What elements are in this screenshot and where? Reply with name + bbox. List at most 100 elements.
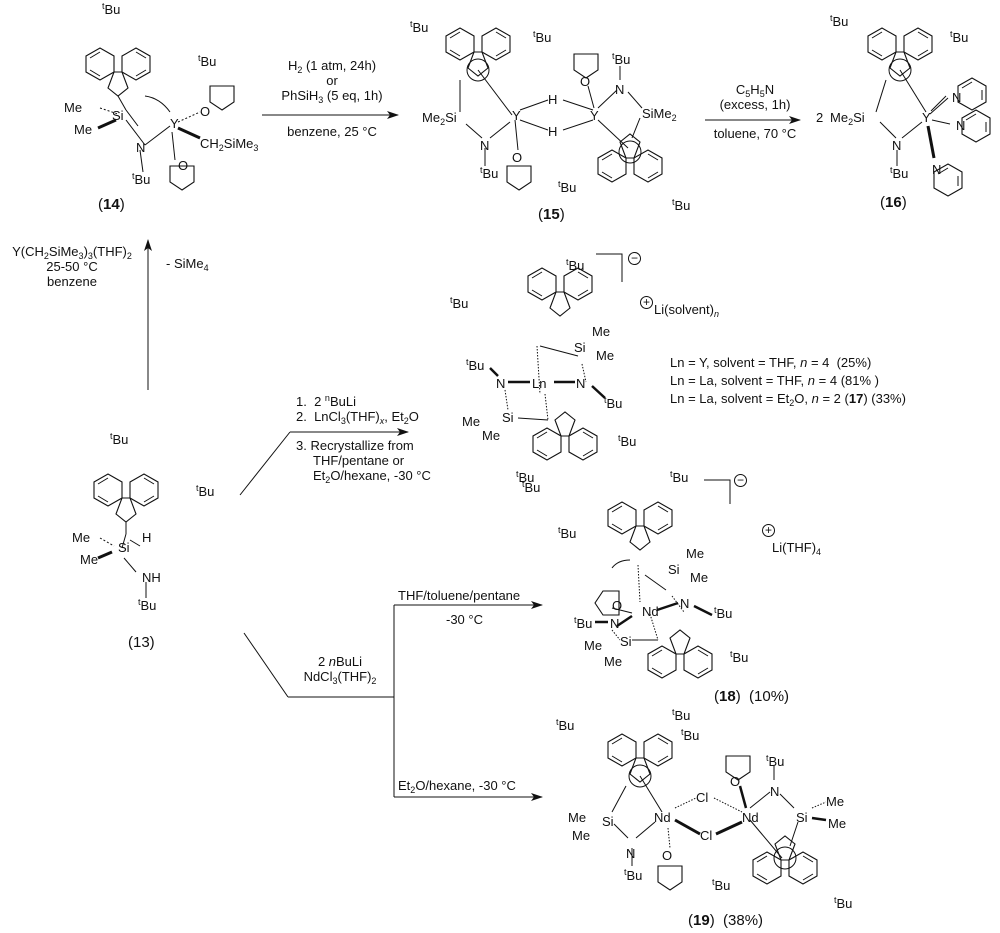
atom-o: O bbox=[662, 848, 673, 863]
ln-variant-la-et2o: Ln = La, solvent = Et2O, n = 2 (17) (33%… bbox=[670, 391, 906, 408]
atom-tbu: tBu bbox=[574, 615, 593, 632]
atom-y: Y bbox=[590, 108, 599, 123]
atom-nd: Nd bbox=[742, 810, 759, 825]
atom-tbu: tBu bbox=[480, 165, 499, 182]
step-1: 1. 2 nBuLi bbox=[296, 393, 356, 410]
condition-or: or bbox=[326, 73, 338, 88]
atom-n: N bbox=[770, 784, 780, 799]
compound-label-18: (18) (10%) bbox=[714, 688, 790, 705]
atom-me: Me bbox=[604, 654, 623, 669]
structure-17 bbox=[489, 253, 623, 461]
conditions-14-15: H2 (1 atm, 24h) or PhSiH3 (5 eq, 1h) bbox=[262, 58, 402, 105]
condition-et2o-hexane: Et2O/hexane, -30 °C bbox=[398, 778, 516, 795]
atom-tbu: tBu bbox=[950, 29, 969, 46]
atom-n-pyridine: N bbox=[932, 162, 942, 177]
conditions-13-17-upper: 1. 2 nBuLi 2. LnCl3(THF)x, Et2O bbox=[296, 393, 419, 426]
atom-n-pyridine: N bbox=[956, 118, 966, 133]
atom-tbu: tBu bbox=[612, 51, 631, 68]
atom-me: Me bbox=[828, 816, 847, 831]
atom-tbu: tBu bbox=[450, 295, 469, 312]
atom-o: O bbox=[580, 74, 591, 89]
atom-tbu: tBu bbox=[830, 13, 849, 30]
atom-o: O bbox=[178, 158, 189, 173]
structure-16 bbox=[867, 27, 991, 197]
atom-h: H bbox=[548, 124, 558, 139]
structure-19 bbox=[607, 733, 827, 891]
compound-label-14: (14) bbox=[98, 196, 125, 213]
step-3-solvent-b: Et2O/hexane, -30 °C bbox=[313, 468, 431, 485]
compound-label-13: (13) bbox=[128, 634, 155, 651]
atom-n: N bbox=[680, 596, 690, 611]
atom-tbu: tBu bbox=[110, 431, 129, 448]
atom-tbu: tBu bbox=[834, 895, 853, 912]
structure-15 bbox=[445, 27, 663, 191]
atom-n: N bbox=[615, 82, 625, 97]
condition-excess: (excess, 1h) bbox=[719, 97, 791, 112]
atom-tbu: tBu bbox=[714, 605, 733, 622]
atom-me: Me bbox=[686, 546, 705, 561]
compound-label-19: (19) (38%) bbox=[688, 912, 764, 929]
compound-label-16: (16) bbox=[880, 194, 907, 211]
atom-tbu: tBu bbox=[558, 525, 577, 542]
step-3-solvent-a: THF/pentane or bbox=[313, 453, 405, 468]
atom-o: O bbox=[512, 150, 523, 165]
condition-y-reagent: Y(CH2SiMe3)3(THF)2 bbox=[12, 244, 132, 261]
atom-tbu: tBu bbox=[672, 197, 691, 214]
atom-o: O bbox=[730, 774, 741, 789]
atom-tbu: tBu bbox=[766, 753, 785, 770]
atom-si: Si bbox=[112, 108, 124, 123]
atom-tbu: tBu bbox=[618, 433, 637, 450]
atom-tbu: tBu bbox=[672, 707, 691, 724]
atom-tbu: tBu bbox=[533, 29, 552, 46]
atom-tbu: tBu bbox=[138, 597, 157, 614]
step-2: 2. LnCl3(THF)x, Et2O bbox=[296, 409, 419, 426]
atom-tbu: tBu bbox=[712, 877, 731, 894]
condition-nbuli: 2 nBuLi bbox=[317, 654, 363, 669]
atom-si: Si bbox=[118, 540, 130, 555]
atom-nd: Nd bbox=[654, 810, 671, 825]
conditions-13-17-lower: 3. Recrystallize from THF/pentane or Et2… bbox=[296, 438, 431, 485]
atom-me: Me bbox=[572, 828, 591, 843]
atom-nh: NH bbox=[142, 570, 161, 585]
cation-li-solvent: Li(solvent)n bbox=[654, 302, 719, 319]
atom-tbu: tBu bbox=[556, 717, 575, 734]
atom-me2si: Me2Si bbox=[830, 110, 865, 127]
atom-n: N bbox=[626, 846, 636, 861]
structure-18 bbox=[594, 479, 731, 679]
atom-me: Me bbox=[596, 348, 615, 363]
atom-me: Me bbox=[690, 570, 709, 585]
yield-19: (38%) bbox=[723, 912, 764, 929]
ln-variant-la-thf: Ln = La, solvent = THF, n = 4 (81% ) bbox=[670, 373, 879, 388]
atom-me: Me bbox=[826, 794, 845, 809]
ln-variant-y-thf: Ln = Y, solvent = THF, n = 4 (25%) bbox=[670, 355, 872, 370]
step-3: 3. Recrystallize from bbox=[296, 438, 414, 453]
atom-nd: Nd bbox=[642, 604, 659, 619]
atom-y: Y bbox=[512, 108, 521, 123]
atom-tbu: tBu bbox=[196, 483, 215, 500]
atom-me: Me bbox=[80, 552, 99, 567]
atom-tbu: tBu bbox=[604, 395, 623, 412]
atom-si: Si bbox=[796, 810, 808, 825]
atom-me: Me bbox=[72, 530, 91, 545]
plus-charge: + bbox=[640, 296, 653, 309]
atom-tbu: tBu bbox=[198, 53, 217, 70]
atom-n: N bbox=[892, 138, 902, 153]
atom-sime2: SiMe2 bbox=[642, 106, 677, 123]
atom-tbu: tBu bbox=[566, 257, 585, 274]
condition-byproduct: - SiMe4 bbox=[166, 256, 209, 273]
atom-tbu: tBu bbox=[890, 165, 909, 182]
atom-o: O bbox=[612, 598, 623, 613]
atom-si: Si bbox=[574, 340, 586, 355]
conditions-13-nd: 2 nBuLi NdCl3(THF)2 bbox=[290, 654, 390, 686]
atom-n: N bbox=[610, 616, 620, 631]
fluorenyl-ring bbox=[85, 47, 151, 97]
conditions-15-16: C5H5N (excess, 1h) bbox=[705, 82, 805, 112]
atom-tbu: tBu bbox=[466, 357, 485, 374]
atom-me: Me bbox=[592, 324, 611, 339]
atom-ch2sime3: CH2SiMe3 bbox=[200, 136, 259, 153]
conditions-13-14: Y(CH2SiMe3)3(THF)2 25-50 °C benzene bbox=[0, 244, 144, 289]
atom-tbu: tBu bbox=[102, 1, 121, 18]
atom-me: Me bbox=[584, 638, 603, 653]
atom-si: Si bbox=[668, 562, 680, 577]
